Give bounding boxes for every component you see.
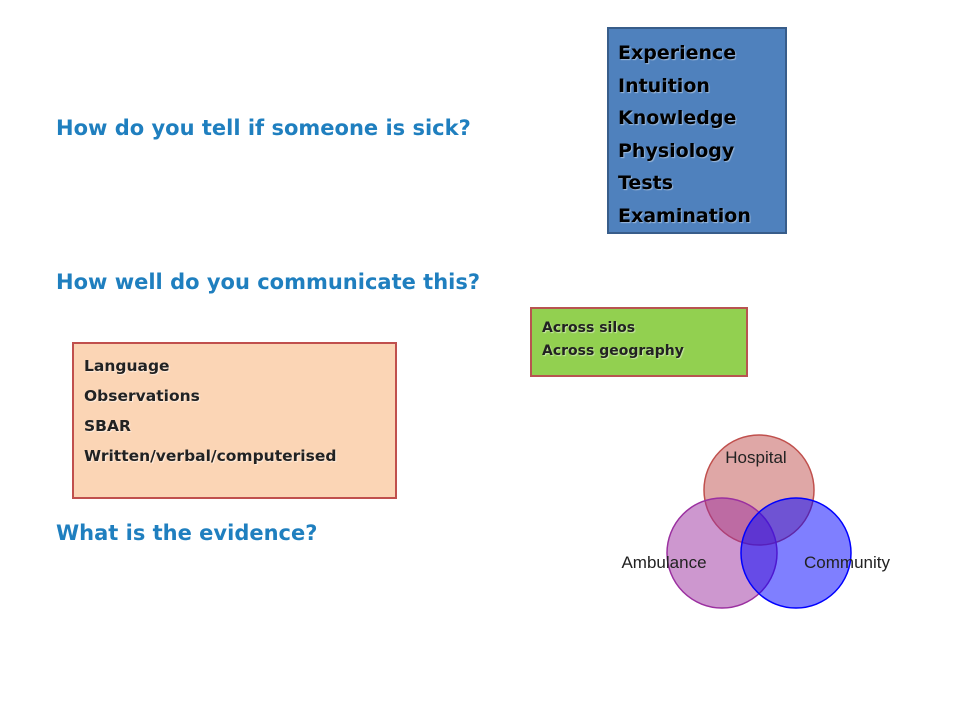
question-communicate: How well do you communicate this? xyxy=(56,270,481,294)
communication-item: SBAR xyxy=(84,417,131,435)
communication-item: Language xyxy=(84,357,170,375)
venn-circle-community xyxy=(740,497,852,609)
venn-label-hospital: Hospital xyxy=(725,448,786,467)
factor-item: Tests xyxy=(618,172,674,194)
factor-item: Intuition xyxy=(618,74,710,97)
factor-item: Physiology xyxy=(618,139,735,162)
reach-box: Across silos Across geography xyxy=(530,307,748,377)
question-evidence: What is the evidence? xyxy=(56,521,318,545)
question-sick: How do you tell if someone is sick? xyxy=(56,116,471,140)
reach-item: Across silos xyxy=(542,320,636,336)
communication-box: Language Observations SBAR Written/verba… xyxy=(72,342,397,499)
communication-item: Observations xyxy=(84,387,200,405)
reach-item: Across geography xyxy=(542,343,684,359)
factor-item: Examination xyxy=(618,204,751,227)
factors-box: Experience Intuition Knowledge Physiolog… xyxy=(607,27,787,234)
factor-item: Knowledge xyxy=(618,107,737,129)
venn-label-ambulance: Ambulance xyxy=(621,553,706,572)
venn-label-community: Community xyxy=(804,553,890,572)
communication-item: Written/verbal/computerised xyxy=(84,447,337,465)
factor-item: Experience xyxy=(618,42,737,64)
